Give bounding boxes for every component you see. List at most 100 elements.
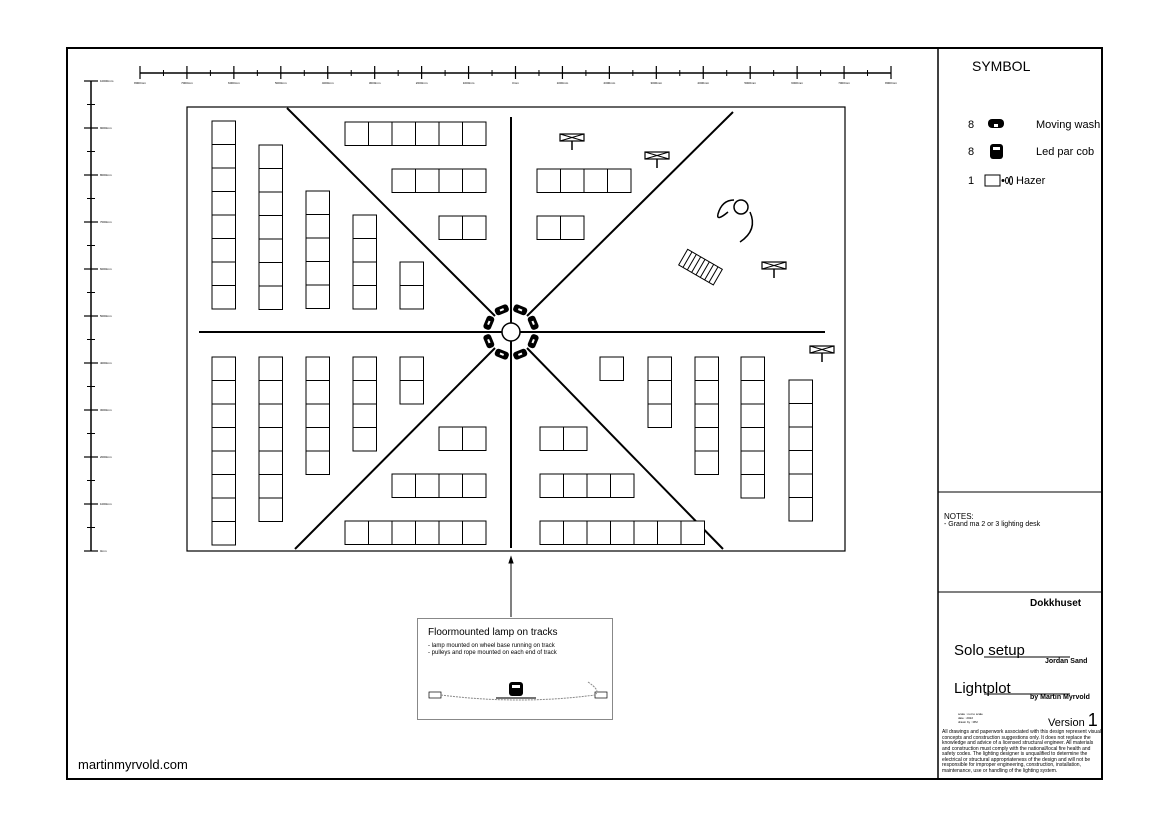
seat (633, 520, 658, 545)
seat (211, 521, 236, 546)
seat (305, 450, 330, 475)
seat (305, 237, 330, 262)
seat (211, 120, 236, 145)
seat (438, 168, 463, 193)
seat (344, 121, 369, 146)
notes-title: NOTES: (944, 512, 974, 521)
seat (740, 427, 765, 452)
detail-title: Floormounted lamp on tracks (428, 627, 558, 638)
detail-line: - lamp mounted on wheel base running on … (428, 643, 555, 649)
legend-count: 1 (968, 175, 975, 187)
seat (258, 215, 283, 240)
version-label: Version (1048, 717, 1085, 729)
seat (583, 168, 608, 193)
seat (211, 403, 236, 428)
seat (694, 380, 719, 405)
seat (438, 426, 463, 451)
ruler-top-label: 6000mm (791, 81, 803, 85)
led-par-cob-icon (990, 144, 1003, 159)
seat (258, 191, 283, 216)
detail-box: Floormounted lamp on tracks - lamp mount… (417, 618, 613, 720)
seat (211, 356, 236, 381)
title-underlines (984, 656, 1070, 695)
seat (305, 356, 330, 381)
show-title: Solo setup (954, 642, 1025, 659)
seat (647, 380, 672, 405)
seat (258, 356, 283, 381)
seat (438, 215, 463, 240)
seat (211, 144, 236, 169)
drawing-meta: scale : not to scale date : 2022 drawn b… (958, 712, 983, 724)
legend-label: Hazer (1016, 175, 1046, 187)
ruler-top-label: 5000mm (275, 81, 287, 85)
seat (305, 214, 330, 239)
seat (462, 168, 487, 193)
seat (415, 473, 440, 498)
ruler-top-label: 6000mm (228, 81, 240, 85)
seat (352, 261, 377, 286)
seat (560, 215, 585, 240)
ruler-top-label: 3000mm (369, 81, 381, 85)
ruler-top-label: 7000mm (838, 81, 850, 85)
moving-wash-icon (988, 119, 1004, 128)
seat (694, 450, 719, 475)
seat (740, 356, 765, 381)
seat (539, 426, 564, 451)
center-lamp-track (501, 322, 521, 342)
moving-wash-icon (513, 304, 528, 316)
hazer-icon (984, 174, 1013, 187)
ruler-top-label: 3000mm (650, 81, 662, 85)
seat (211, 474, 236, 499)
music-stands (559, 133, 835, 362)
seating-blocks (211, 120, 813, 546)
seat (258, 497, 283, 522)
legend-count: 8 (968, 119, 975, 131)
seat (788, 450, 813, 475)
ruler-top-label: 1000mm (557, 81, 569, 85)
music-stand-icon (809, 345, 835, 362)
seat (788, 473, 813, 498)
ruler-top-label: 4000mm (322, 81, 334, 85)
music-stand-icon (559, 133, 585, 150)
seat (305, 284, 330, 309)
moving-wash-icon (494, 304, 509, 316)
meta-date: date : 2022 (958, 716, 974, 720)
ruler-top-label: 8000mm (885, 81, 897, 85)
seat (352, 285, 377, 310)
seat (211, 427, 236, 452)
moving-wash-icon (483, 315, 495, 330)
seat (258, 285, 283, 310)
seat (462, 473, 487, 498)
legend-count: 8 (968, 146, 975, 158)
seat (563, 426, 588, 451)
moving-wash-icon (527, 334, 539, 349)
seat (586, 473, 611, 498)
seat (399, 380, 424, 405)
seat (258, 403, 283, 428)
seat (610, 473, 635, 498)
seat (305, 403, 330, 428)
detail-line: - pulleys and rope mounted on each end o… (428, 650, 557, 656)
music-stand-icon (644, 151, 670, 168)
ruler-top-label: 2000mm (604, 81, 616, 85)
seat (563, 520, 588, 545)
seat (563, 473, 588, 498)
seat (539, 520, 564, 545)
seat (352, 427, 377, 452)
seat (211, 167, 236, 192)
seat (415, 121, 440, 146)
version-number: 1 (1087, 710, 1098, 730)
seat (352, 214, 377, 239)
moving-wash-icon (494, 348, 509, 360)
seat (368, 121, 393, 146)
ruler-left-label: 0mm (100, 549, 107, 553)
seat (211, 497, 236, 522)
seat (694, 427, 719, 452)
show-subtitle: Jordan Sand (1045, 658, 1088, 665)
seat (536, 215, 561, 240)
ruler-left-label: 3000mm (100, 408, 112, 412)
seat (788, 403, 813, 428)
seat (211, 380, 236, 405)
seat (352, 238, 377, 263)
